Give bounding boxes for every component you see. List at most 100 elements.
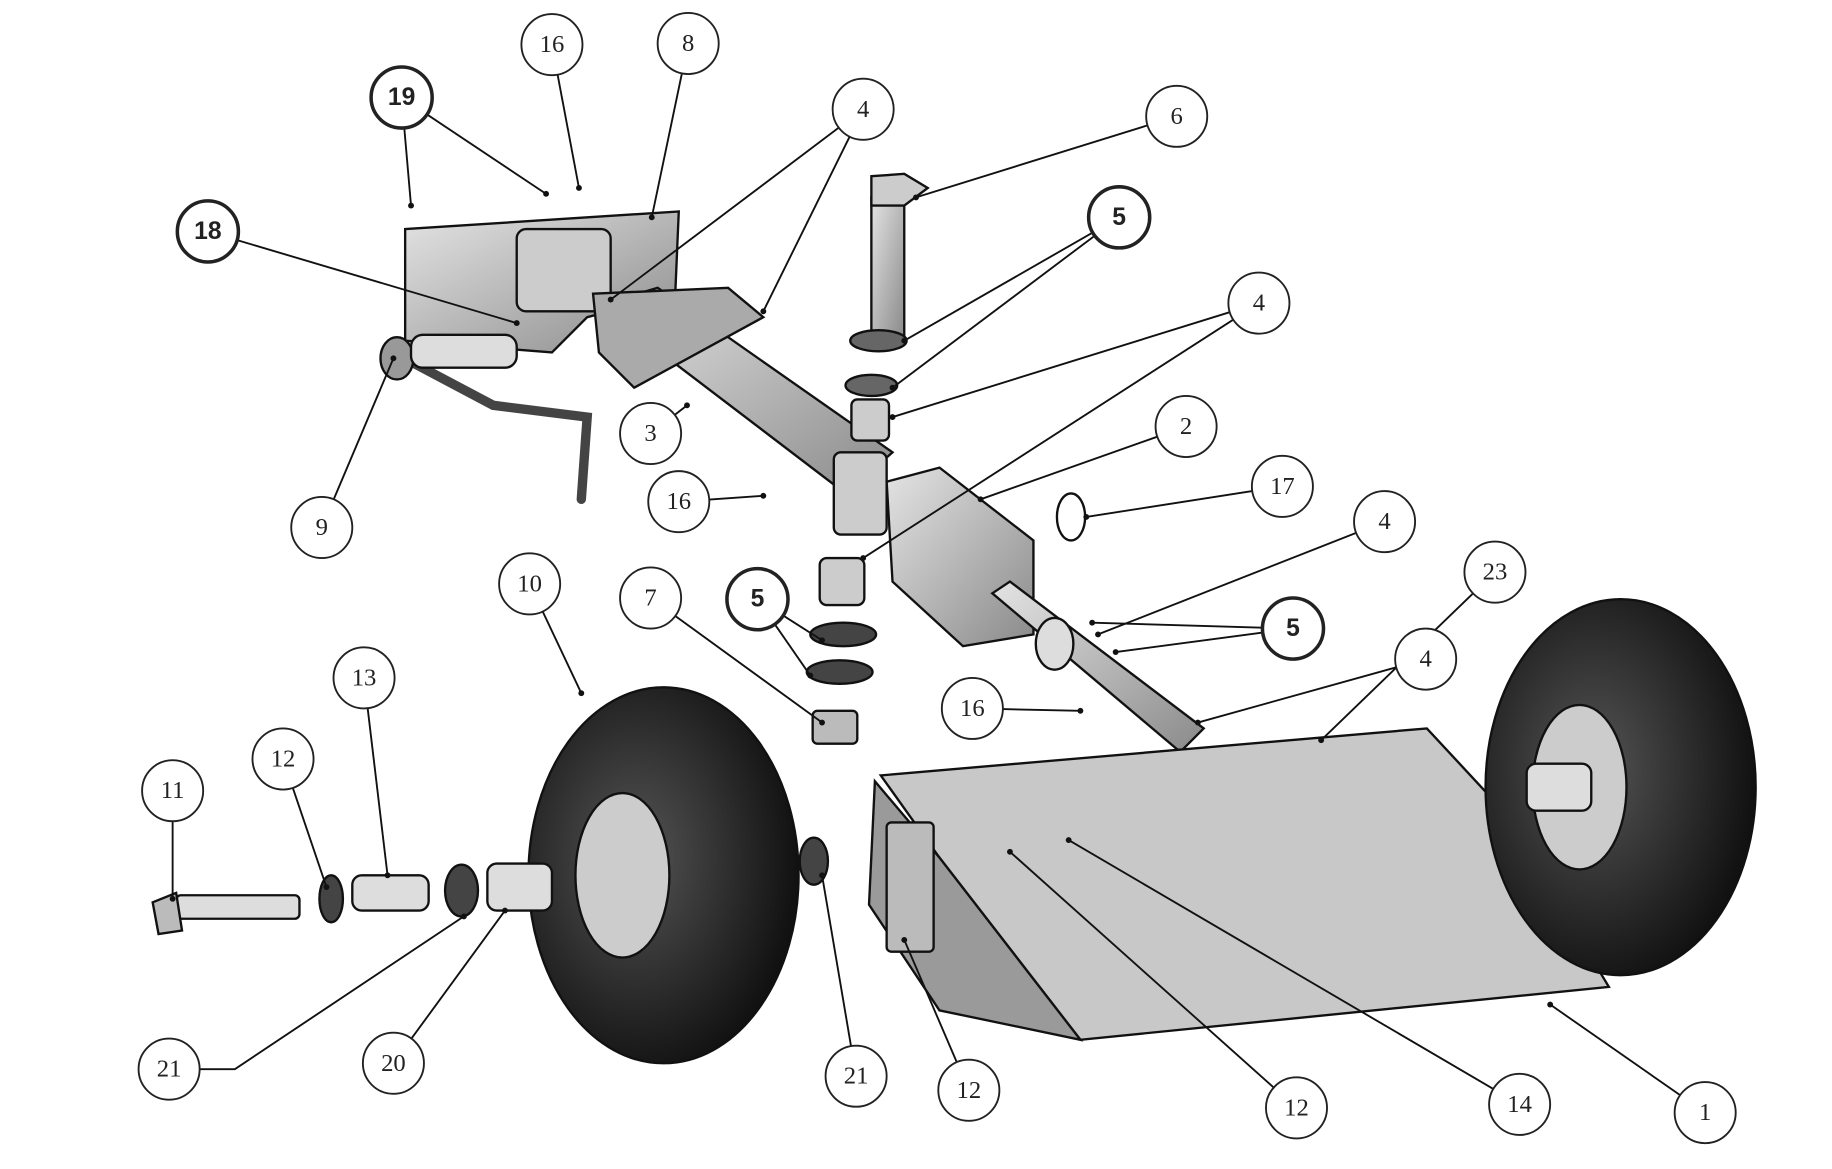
callout-circle (937, 1058, 1001, 1122)
callout-label: 3 (644, 420, 656, 447)
bolt-11-head (151, 891, 184, 936)
washer (849, 328, 908, 353)
callout-circle (619, 566, 683, 630)
leader-line (1002, 708, 1081, 712)
leader-arrowhead (889, 414, 896, 421)
leader-arrowhead (760, 308, 767, 315)
callout-13: 13 (332, 646, 396, 710)
callout-2: 2 (1154, 394, 1218, 458)
callout-10: 10 (498, 552, 562, 616)
callout-circle (1463, 540, 1527, 604)
leader-arrowhead (1112, 649, 1119, 655)
callout-circle (137, 1037, 201, 1101)
leader-arrowhead (760, 492, 767, 499)
callout-circle (332, 646, 396, 710)
callout-circle (1265, 1076, 1328, 1140)
leader-line (1068, 839, 1494, 1090)
leader-line (1097, 531, 1357, 636)
callout-circle (520, 13, 584, 77)
leader-line (891, 234, 1096, 389)
callout-label: 18 (194, 218, 221, 245)
bracket-12 (885, 821, 935, 953)
callout-label: 13 (352, 664, 377, 691)
callout-21: 21 (137, 1037, 201, 1101)
leader-line (1086, 490, 1253, 518)
callout-circle (361, 1031, 425, 1095)
callout-3: 3 (619, 402, 683, 466)
callout-label: 5 (1286, 615, 1300, 642)
bolt-11 (174, 894, 301, 920)
callout-circle (725, 566, 790, 632)
callout-circle (824, 1044, 888, 1108)
callout-19: 19 (369, 65, 434, 130)
leader-arrowhead (1194, 719, 1201, 726)
leader-arrowhead (460, 913, 467, 920)
leader-line (1092, 621, 1263, 629)
callout-label: 14 (1507, 1091, 1532, 1118)
callout-label: 4 (1253, 290, 1265, 317)
leader-line (1197, 666, 1397, 724)
callout-label: 1 (1699, 1099, 1711, 1126)
spacer (850, 398, 891, 442)
callout-21: 21 (824, 1044, 888, 1108)
callout-label: 10 (517, 570, 542, 597)
callout-label: 21 (844, 1063, 869, 1090)
washer (809, 621, 878, 648)
plate-bushing (515, 227, 612, 313)
callout-circle (1260, 596, 1326, 661)
callout-circle (1086, 185, 1152, 250)
leader-line (762, 136, 851, 312)
callout-circle (656, 11, 720, 75)
leader-line (980, 435, 1158, 501)
callout-label: 12 (1284, 1094, 1309, 1121)
callout-label: 6 (1171, 103, 1183, 130)
hub-right (1525, 762, 1593, 812)
callout-label: 7 (644, 585, 656, 612)
leader-line (366, 708, 389, 876)
leader-line (410, 909, 506, 1040)
leader-line (332, 357, 395, 500)
callout-label: 20 (381, 1050, 406, 1077)
callout-label: 9 (316, 514, 328, 541)
callout-circle (1353, 490, 1417, 554)
leader-line (821, 875, 852, 1047)
callout-label: 11 (161, 777, 185, 804)
washer (844, 373, 899, 398)
leader-arrowhead (1318, 737, 1325, 744)
leader-line (541, 611, 583, 694)
callout-12: 12 (1265, 1076, 1328, 1140)
leader-line (556, 74, 580, 189)
leader-arrowhead (977, 496, 984, 503)
leader-lines (169, 73, 1681, 1096)
leader-arrowhead (901, 936, 908, 943)
arm-sleeve (832, 451, 888, 536)
callout-5: 5 (725, 566, 790, 632)
washer-12 (318, 874, 345, 924)
leader-line (1009, 851, 1275, 1089)
callout-4: 4 (1394, 627, 1458, 691)
callout-12: 12 (251, 727, 315, 791)
callout-16: 16 (647, 470, 711, 534)
leader-line (650, 73, 683, 218)
leader-line (892, 311, 1231, 418)
callout-circle (831, 77, 895, 141)
hitch-rod (388, 347, 593, 505)
callout-8: 8 (656, 11, 720, 75)
callout-circle (141, 759, 205, 823)
leader-line (915, 124, 1148, 199)
washer-21 (443, 863, 480, 918)
callout-circle (1227, 271, 1291, 335)
washer (1034, 616, 1075, 671)
leader-line (403, 127, 412, 206)
leader-line (862, 318, 1234, 559)
pivot-pin (409, 333, 518, 369)
leader-arrowhead (607, 296, 614, 303)
leader-arrowhead (390, 355, 397, 362)
callout-5: 5 (1086, 185, 1152, 250)
axle-shaft (990, 580, 1206, 754)
callout-label: 12 (957, 1077, 982, 1104)
leader-line (236, 239, 517, 324)
callout-18: 18 (175, 199, 241, 264)
